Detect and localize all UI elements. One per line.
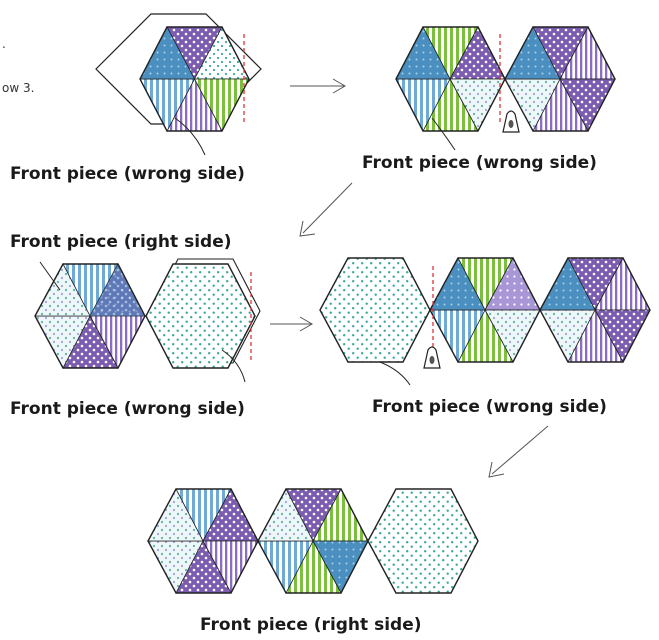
pointer-line — [174, 117, 206, 156]
label-final: Front piece (right side) — [200, 615, 422, 635]
label-step1: Front piece (wrong side) — [10, 164, 245, 184]
iron-icon — [423, 346, 441, 369]
arrow-icon — [488, 425, 549, 478]
pointer-line — [39, 261, 61, 291]
label-step4: Front piece (wrong side) — [372, 397, 607, 417]
pointer-line — [221, 349, 246, 383]
iron-icon — [502, 110, 520, 133]
step1-hexagon — [95, 13, 262, 132]
arrow-icon — [299, 182, 353, 237]
pointer-line — [379, 361, 411, 386]
label-step3-bottom: Front piece (wrong side) — [10, 399, 245, 419]
arrow-icon — [290, 78, 346, 94]
pointer-line — [431, 117, 456, 151]
note-fragment-top: . — [2, 37, 6, 51]
final-hexagons — [147, 488, 479, 594]
step3-hexagons — [34, 258, 261, 369]
step2-hexagons — [395, 26, 616, 132]
note-fragment-row: ow 3. — [2, 81, 34, 95]
step4-hexagons — [319, 257, 651, 363]
arrow-icon — [270, 316, 313, 332]
label-step2: Front piece (wrong side) — [362, 153, 597, 173]
label-step3-top: Front piece (right side) — [10, 232, 232, 252]
